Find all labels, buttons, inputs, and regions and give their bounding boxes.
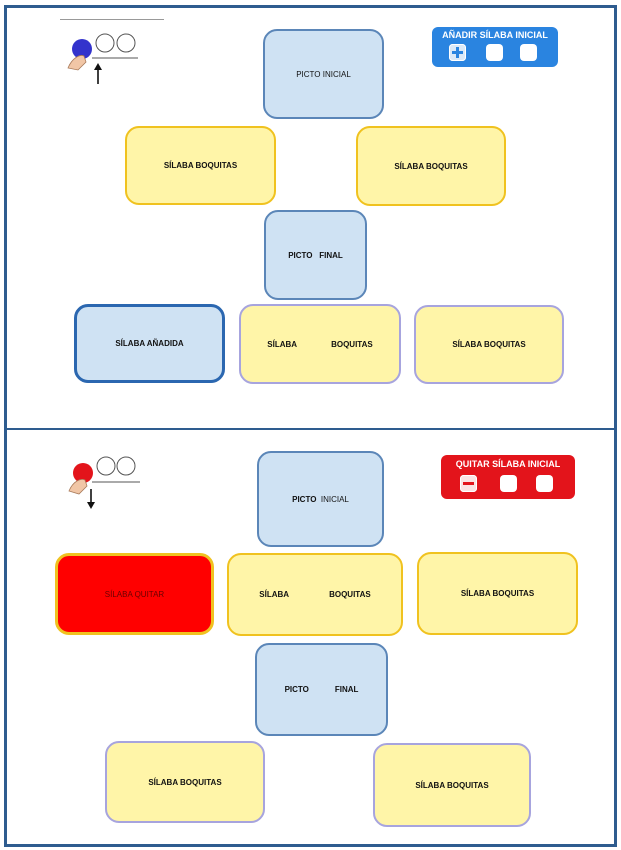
add-syllable-toolbar: AÑADIR SÍLABA INICIAL — [432, 27, 558, 67]
silaba-box-left[interactable]: SÍLABA BOQUITAS — [125, 126, 276, 205]
picto-inicial-box[interactable]: PICTO INICIAL — [257, 451, 384, 547]
header-rule — [60, 19, 164, 20]
add-button[interactable] — [449, 44, 466, 61]
remove-button[interactable] — [460, 475, 477, 492]
final-label: FINAL — [334, 685, 359, 694]
plus-icon — [449, 44, 466, 61]
boquitas-label: BOQUITAS — [331, 339, 373, 349]
silaba-box-middle[interactable]: SÍLABA BOQUITAS — [239, 304, 401, 384]
final-label: FINAL — [319, 250, 343, 260]
silaba-box-right[interactable]: SÍLABA BOQUITAS — [356, 126, 506, 206]
silaba-box-row-right[interactable]: SÍLABA BOQUITAS — [373, 743, 531, 827]
silaba-box-right-row[interactable]: SÍLABA BOQUITAS — [414, 305, 564, 384]
silaba-box-row-left[interactable]: SÍLABA BOQUITAS — [105, 741, 265, 823]
inicial-label: INICIAL — [320, 494, 349, 504]
toolbar-title: QUITAR SÍLABA INICIAL — [455, 459, 561, 469]
silaba-box-right[interactable]: SÍLABA BOQUITAS — [417, 552, 578, 635]
toolbar-title: AÑADIR SÍLABA INICIAL — [442, 30, 548, 40]
tap-gesture-icon — [64, 453, 142, 513]
silaba-anadida-box[interactable]: SÍLABA AÑADIDA — [74, 304, 225, 383]
toolbar-slot-2[interactable] — [520, 44, 537, 61]
picto-final-box[interactable]: PICTO FINAL — [255, 643, 388, 736]
silaba-box-middle[interactable]: SÍLABA BOQUITAS — [227, 553, 403, 636]
boquitas-label: BOQUITAS — [329, 590, 371, 599]
toolbar-slot-1[interactable] — [486, 44, 503, 61]
picto-label: PICTO — [284, 685, 309, 694]
silaba-label: SÍLABA — [259, 590, 290, 599]
inicial-label: INICIAL — [322, 69, 351, 79]
silaba-label: SÍLABA — [267, 339, 298, 349]
toolbar-slot-1[interactable] — [500, 475, 517, 492]
section-divider — [4, 428, 617, 430]
picto-label: PICTO — [292, 494, 317, 504]
picto-inicial-box[interactable]: PICTO INICIAL — [263, 29, 384, 119]
minus-icon — [460, 475, 477, 492]
picto-final-box[interactable]: PICTO FINAL — [264, 210, 367, 300]
picto-label: PICTO — [296, 69, 321, 79]
tap-gesture-icon — [62, 30, 140, 86]
remove-syllable-toolbar: QUITAR SÍLABA INICIAL — [441, 455, 575, 499]
toolbar-slot-2[interactable] — [536, 475, 553, 492]
silaba-quitar-box[interactable]: SÍLABA QUITAR — [55, 553, 214, 635]
picto-label: PICTO — [288, 250, 313, 260]
